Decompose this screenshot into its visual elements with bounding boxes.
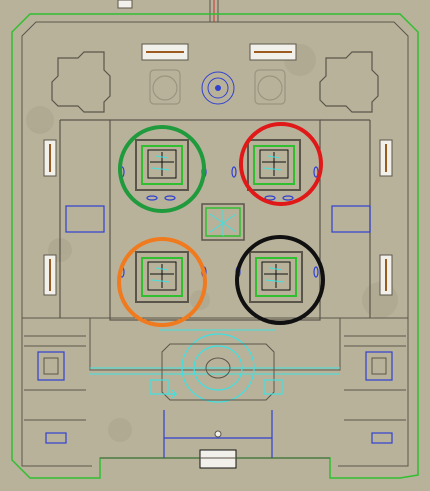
spawn-room-upper-left (135, 139, 189, 191)
corner-tower-left (51, 51, 111, 113)
lower-wall (21, 318, 409, 467)
side-blue-platforms (65, 205, 371, 233)
plaza-cyan-gates (149, 379, 283, 399)
black-circle-marker (235, 235, 325, 325)
crate-top-right (249, 43, 297, 61)
top-statues (149, 69, 286, 105)
top-gate-structures (117, 0, 219, 22)
lower-left-compound (24, 335, 86, 444)
side-crates (43, 139, 393, 296)
bottom-gate (100, 410, 330, 469)
red-circle-marker (239, 122, 323, 206)
corner-tower-right (319, 51, 379, 113)
lower-right-compound (344, 335, 406, 444)
markers (117, 122, 325, 327)
center-core (201, 203, 245, 241)
green-circle-marker (118, 125, 206, 213)
spawn-room-lower-right (249, 251, 303, 303)
spawn-room-lower-left (135, 251, 189, 303)
crate-top-left (141, 43, 189, 61)
central-fountain-icon (201, 71, 235, 105)
lower-plaza (89, 318, 341, 403)
spawn-room-upper-right (247, 139, 301, 191)
orange-circle-marker (117, 237, 207, 327)
